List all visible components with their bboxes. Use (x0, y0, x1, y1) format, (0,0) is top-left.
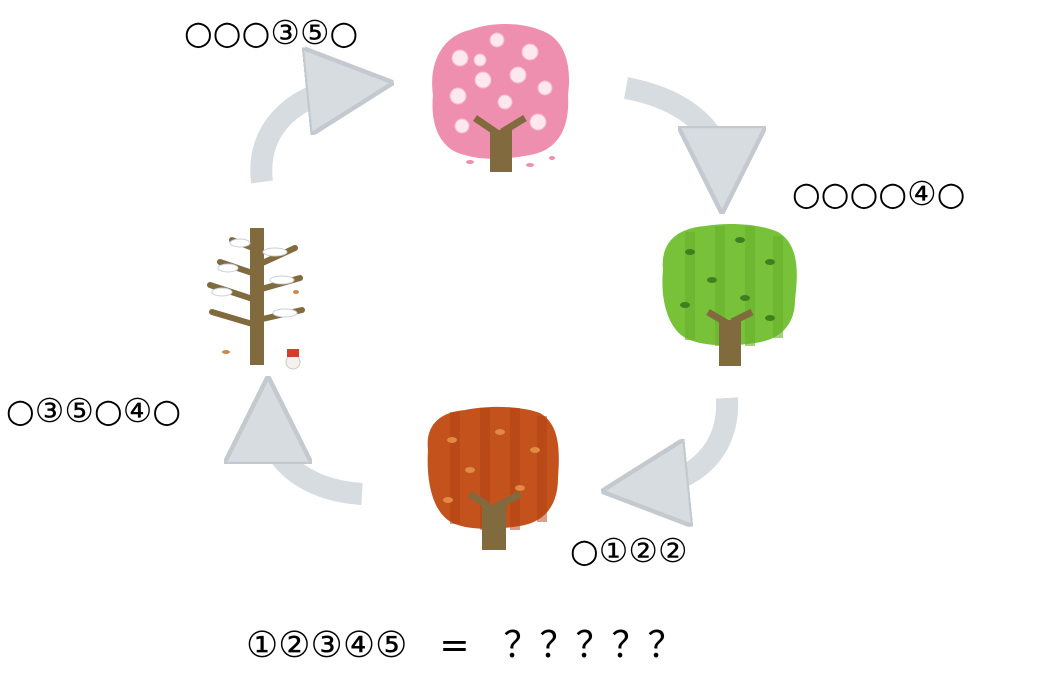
summer-tree (662, 224, 797, 366)
fallen-leaves (222, 290, 299, 354)
winter-code-label: ○③⑤○④○ (6, 391, 182, 430)
summer-leaves (680, 237, 775, 321)
equation-left: ①②③④⑤ (246, 625, 408, 666)
autumn-tree (427, 406, 559, 550)
autumn-leaves (443, 429, 540, 503)
blossom-flowers (449, 32, 553, 134)
arrow-winter-to-spring (250, 87, 350, 184)
spring-code-label: ○○○③⑤○ (184, 13, 359, 52)
small-creature (285, 349, 301, 370)
cycle-arrows (261, 87, 727, 494)
falling-petals (466, 156, 555, 167)
equation-sign: = (439, 625, 470, 666)
winter-tree (207, 228, 305, 370)
spring-tree (432, 24, 570, 172)
arrow-autumn-to-winter (268, 420, 363, 505)
answer-equation: ①②③④⑤ = ？？？？？ (246, 628, 684, 664)
snow-patches (211, 238, 298, 318)
summer-code-label: ○○○○④○ (792, 174, 966, 213)
autumn-code-label: ○①②② (570, 531, 688, 570)
arrow-spring-to-summer (623, 77, 722, 170)
arrow-summer-to-autumn (645, 397, 739, 487)
equation-answer-placeholder: ？？？？？ (503, 625, 684, 666)
